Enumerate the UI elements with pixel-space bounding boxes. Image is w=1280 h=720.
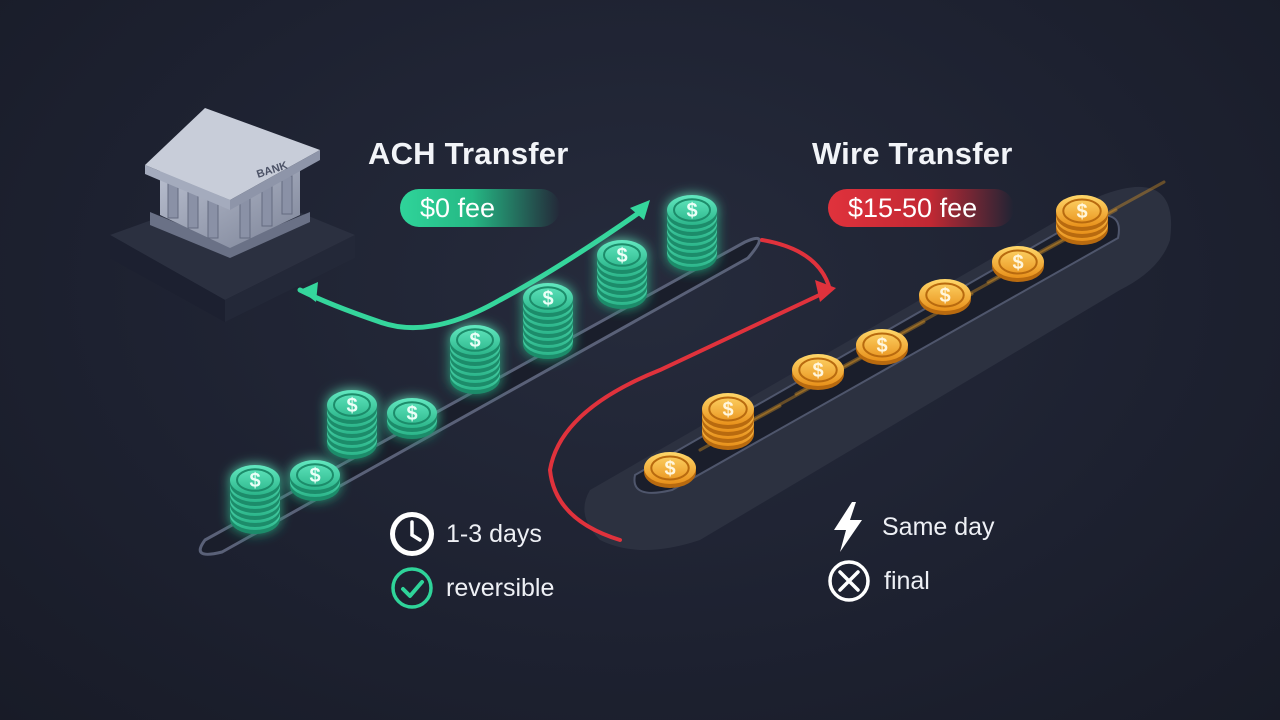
coin-dollar-symbol: $ — [686, 200, 697, 222]
ach-title: ACH Transfer — [368, 136, 569, 171]
ach-coin-stack: $ — [387, 398, 437, 439]
ach-track — [198, 237, 761, 556]
wire-arrow-head — [815, 280, 836, 302]
ach-arrow-head-right — [630, 200, 650, 220]
coin-dollar-symbol: $ — [939, 285, 950, 307]
wire-coins: $ $ $ $ $ $ $ — [644, 180, 1166, 488]
wire-coin: $ — [992, 246, 1044, 282]
wire-title: Wire Transfer — [812, 136, 1013, 171]
coin-dollar-symbol: $ — [1012, 252, 1023, 274]
coin-dollar-symbol: $ — [876, 335, 887, 357]
ach-coin-stack: $ — [327, 390, 377, 459]
lightning-icon — [834, 502, 862, 552]
coin-dollar-symbol: $ — [249, 470, 260, 492]
wire-feature-speed-label: Same day — [882, 512, 995, 541]
wire-fee-badge: $15-50 fee — [828, 189, 1014, 227]
ach-coin-stack: $ — [667, 195, 717, 271]
wire-feature-final-label: final — [884, 566, 930, 595]
ach-arrow-head-left — [300, 282, 318, 302]
coin-dollar-symbol: $ — [664, 458, 675, 480]
ach-coin-stack: $ — [450, 325, 500, 394]
wire-coin: $ — [702, 393, 754, 450]
ach-coin-stack: $ — [523, 283, 573, 359]
coin-dollar-symbol: $ — [469, 330, 480, 352]
coin-dollar-symbol: $ — [309, 465, 320, 487]
ach-fee-badge: $0 fee — [400, 189, 560, 227]
ach-return-arrow — [297, 209, 643, 331]
coin-dollar-symbol: $ — [406, 403, 417, 425]
wire-feature-speed: Same day — [828, 500, 995, 554]
coin-dollar-symbol: $ — [616, 245, 627, 267]
wire-coin: $ — [792, 354, 844, 390]
ach-feature-speed: 1-3 days — [386, 508, 542, 560]
coin-dollar-symbol: $ — [722, 399, 733, 421]
coin-dollar-symbol: $ — [542, 288, 553, 310]
coin-dollar-symbol: $ — [812, 360, 823, 382]
x-circle-icon — [828, 560, 870, 602]
wire-coin: $ — [919, 279, 971, 315]
clock-icon — [390, 512, 434, 556]
ach-feature-reversible: reversible — [388, 564, 554, 612]
ach-coin-stack: $ — [290, 460, 340, 501]
wire-coin: $ — [856, 329, 908, 365]
ach-feature-speed-label: 1-3 days — [446, 519, 542, 548]
wire-coin: $ — [644, 452, 696, 488]
coin-dollar-symbol: $ — [346, 395, 357, 417]
check-circle-icon — [391, 567, 433, 609]
wire-feature-final: final — [826, 558, 930, 604]
ach-coin-stack: $ — [230, 465, 280, 534]
coin-dollar-symbol: $ — [1076, 201, 1087, 223]
ach-coin-stack: $ — [597, 240, 647, 309]
wire-coin: $ — [1056, 195, 1108, 245]
ach-coins: $ $ $ $ $ $ $ $ — [230, 195, 717, 534]
bank-building-icon: BANK — [110, 108, 355, 322]
wire-transfer-arrow — [547, 238, 833, 542]
ach-feature-reversible-label: reversible — [446, 573, 555, 602]
